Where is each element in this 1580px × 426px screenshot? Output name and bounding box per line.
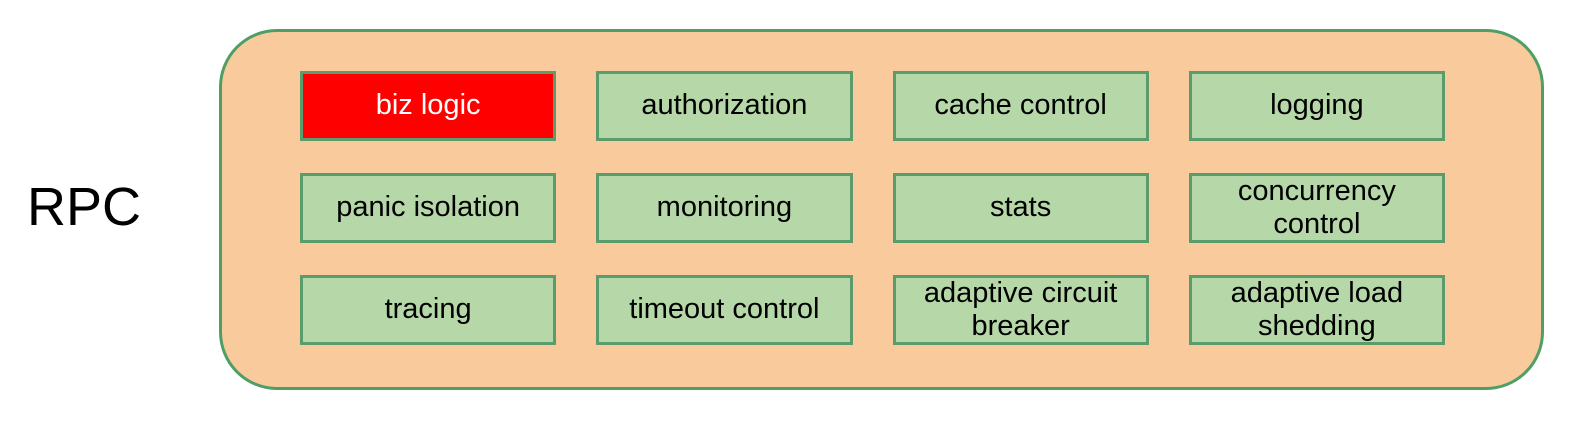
- module-grid: biz logic authorization cache control loggi…: [222, 32, 1541, 387]
- cell-cache-control: cache control: [892, 71, 1149, 141]
- cell-biz-logic: biz logic: [300, 71, 557, 141]
- cell-panic-isolation: panic isolation: [300, 173, 557, 243]
- cell-logging: logging: [1188, 71, 1445, 141]
- cell-adaptive-load-shedding: adaptive load shedding: [1188, 275, 1445, 345]
- cell-authorization: authorization: [596, 71, 853, 141]
- cell-timeout-control: timeout control: [596, 275, 853, 345]
- cell-adaptive-circuit-breaker: adaptive circuit breaker: [892, 275, 1149, 345]
- cell-concurrency-control: concurrency control: [1188, 173, 1445, 243]
- cell-tracing: tracing: [300, 275, 557, 345]
- rpc-container: biz logic authorization cache control loggi…: [219, 29, 1544, 390]
- cell-stats: stats: [892, 173, 1149, 243]
- cell-monitoring: monitoring: [596, 173, 853, 243]
- rpc-label: RPC: [27, 177, 142, 237]
